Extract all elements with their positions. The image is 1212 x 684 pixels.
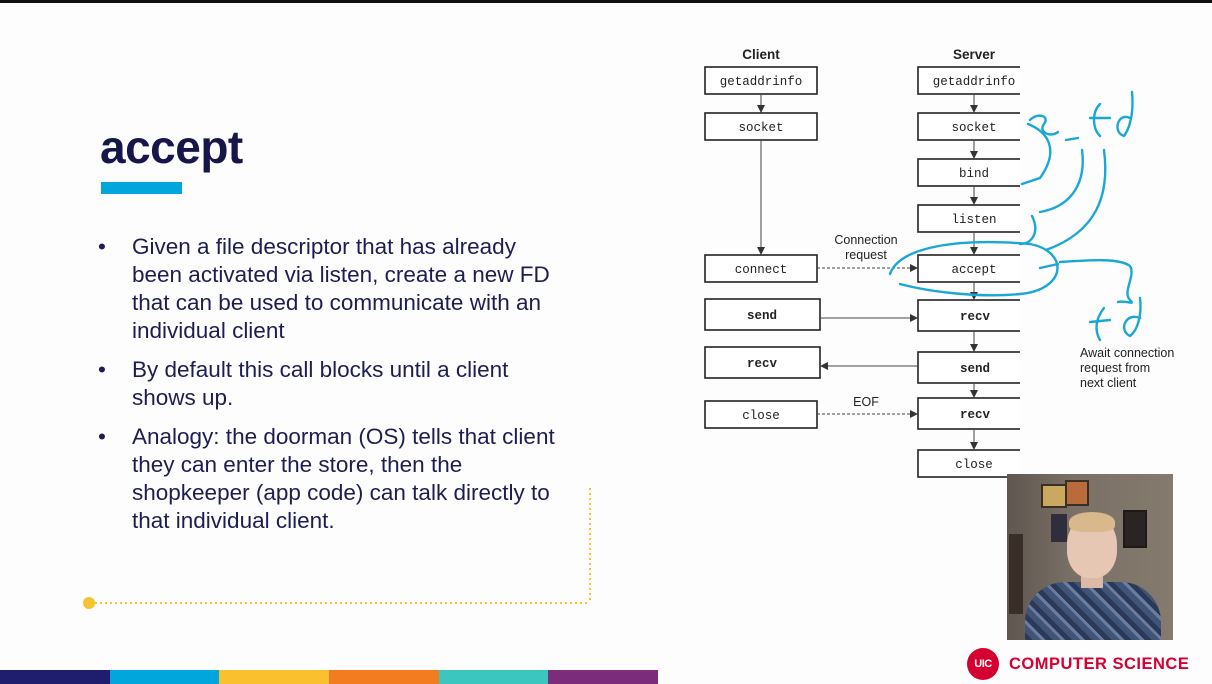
socket-flow-diagram: Client Server getaddrinfo socket connect…	[704, 47, 1020, 478]
bullet-list: Given a file descriptor that has already…	[96, 233, 566, 546]
uic-logo-mark: UIC	[967, 648, 999, 680]
decorative-dotted-lines	[83, 488, 591, 609]
await-note-line: request from	[1080, 361, 1151, 375]
uic-logo: UIC COMPUTER SCIENCE	[967, 648, 1207, 680]
eof-note: EOF	[853, 395, 879, 409]
svg-text:close: close	[742, 409, 780, 423]
top-border	[0, 0, 1212, 3]
svg-text:getaddrinfo: getaddrinfo	[933, 75, 1016, 89]
svg-text:listen: listen	[951, 213, 996, 227]
svg-text:getaddrinfo: getaddrinfo	[720, 75, 803, 89]
svg-text:accept: accept	[951, 263, 996, 277]
server-box-send: send	[917, 351, 1020, 384]
svg-text:connect: connect	[735, 263, 788, 277]
svg-text:recv: recv	[747, 357, 778, 371]
client-box-send: send	[704, 298, 821, 331]
client-header: Client	[742, 47, 780, 62]
connection-note-line1: Connection	[834, 233, 897, 247]
server-box-listen: listen	[917, 204, 1020, 233]
server-box-getaddrinfo: getaddrinfo	[917, 66, 1020, 95]
server-box-recv-2: recv	[917, 397, 1020, 430]
await-note: Await connection request from next clien…	[1080, 346, 1200, 391]
svg-text:recv: recv	[960, 408, 991, 422]
svg-text:socket: socket	[951, 121, 996, 135]
server-box-bind: bind	[917, 158, 1020, 187]
svg-text:send: send	[960, 362, 990, 376]
title-underline	[101, 182, 182, 194]
connection-note-line2: request	[845, 248, 887, 262]
client-box-socket: socket	[704, 112, 818, 141]
server-box-close: close	[917, 449, 1020, 478]
client-box-close: close	[704, 400, 818, 429]
svg-text:socket: socket	[738, 121, 783, 135]
server-box-accept: accept	[917, 254, 1020, 283]
server-box-recv: recv	[917, 299, 1020, 332]
svg-text:send: send	[747, 309, 777, 323]
bullet-item: Given a file descriptor that has already…	[96, 233, 566, 345]
slide-title: accept	[100, 121, 243, 173]
server-box-socket: socket	[917, 112, 1020, 141]
color-strip	[0, 670, 659, 684]
uic-logo-text: COMPUTER SCIENCE	[1009, 655, 1190, 673]
client-box-recv: recv	[704, 346, 821, 379]
presenter-webcam	[1007, 474, 1173, 640]
bullet-item: Analogy: the doorman (OS) tells that cli…	[96, 423, 566, 535]
svg-text:recv: recv	[960, 310, 991, 324]
await-note-line: next client	[1080, 376, 1137, 390]
svg-text:bind: bind	[959, 167, 989, 181]
bullet-item: By default this call blocks until a clie…	[96, 356, 566, 412]
await-note-line: Await connection	[1080, 346, 1175, 360]
client-box-connect: connect	[704, 254, 818, 283]
server-header: Server	[953, 47, 996, 62]
client-box-getaddrinfo: getaddrinfo	[704, 66, 818, 95]
svg-text:close: close	[955, 458, 993, 472]
